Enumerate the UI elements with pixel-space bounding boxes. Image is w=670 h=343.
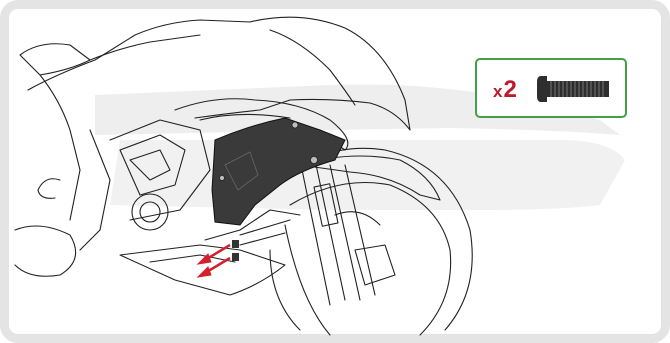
quantity-label: x2 bbox=[493, 76, 517, 104]
removal-arrows bbox=[196, 243, 231, 278]
side-fairing-panel bbox=[211, 117, 346, 261]
fastener-callout: x2 bbox=[475, 58, 627, 118]
bolt-icon bbox=[537, 76, 609, 102]
quantity-prefix: x bbox=[493, 82, 503, 101]
bike-line-art bbox=[14, 16, 473, 336]
quantity-value: 2 bbox=[503, 76, 517, 103]
